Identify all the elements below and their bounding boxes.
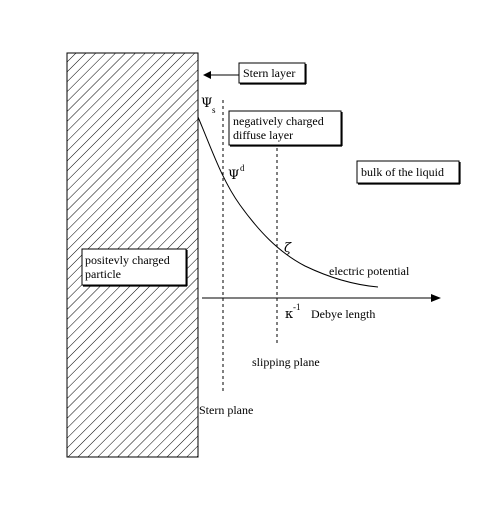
particle-label-line1: positevly charged xyxy=(85,253,170,267)
particle-label-line2: particle xyxy=(85,267,121,281)
slipping-plane-label: slipping plane xyxy=(252,355,320,369)
zeta-symbol: ζ xyxy=(284,241,292,256)
diffuse-layer-box xyxy=(228,110,342,146)
stern-layer-box xyxy=(238,62,306,84)
psi-d-superscript: d xyxy=(240,163,245,173)
bulk-liquid-label: bulk of the liquid xyxy=(361,165,444,179)
psi-s-symbol: Ψ xyxy=(201,96,212,111)
psi-d-symbol: Ψ xyxy=(228,168,239,183)
particle-label-box xyxy=(81,248,187,286)
electric-potential-label: electric potential xyxy=(329,264,410,278)
stern-layer-arrowhead xyxy=(203,71,211,79)
kappa-superscript: -1 xyxy=(293,302,301,312)
diffuse-layer-label-line2: diffuse layer xyxy=(233,128,293,142)
psi-s-subscript: s xyxy=(212,105,216,115)
stern-layer-label: Stern layer xyxy=(243,66,295,80)
stern-plane-label: Stern plane xyxy=(199,403,253,417)
distance-axis-arrowhead xyxy=(431,294,441,302)
diffuse-layer-label-line1: negatively charged xyxy=(233,114,324,128)
bulk-liquid-box xyxy=(356,160,460,184)
debye-length-label: Debye length xyxy=(311,307,375,321)
kappa-symbol: κ xyxy=(285,307,293,322)
electric-potential-curve xyxy=(197,116,379,288)
